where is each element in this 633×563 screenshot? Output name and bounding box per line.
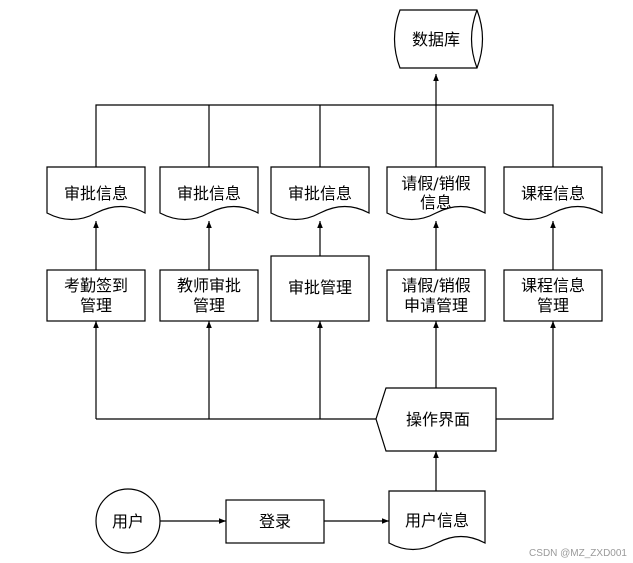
doc-label: 用户信息 — [405, 511, 469, 530]
module-label-line-2: 管理 — [80, 296, 112, 315]
module-approval-mgmt: 审批管理 — [270, 255, 370, 322]
module-label: 审批管理 — [288, 278, 352, 297]
doc-approval-info-2: 审批信息 — [159, 166, 259, 221]
user-node: 用户 — [95, 488, 161, 554]
doc-approval-info-3: 审批信息 — [270, 166, 370, 221]
doc-label: 审批信息 — [64, 184, 128, 203]
login-node: 登录 — [225, 499, 325, 544]
module-attendance: 考勤签到 管理 — [46, 269, 146, 322]
database-node: 数据库 — [393, 9, 484, 69]
module-label-line-2: 管理 — [193, 296, 225, 315]
arrow-ui-m5 — [496, 321, 556, 420]
module-label-line-2: 管理 — [537, 296, 569, 315]
login-label: 登录 — [259, 512, 291, 531]
user-label: 用户 — [112, 512, 144, 531]
module-label-line-1: 课程信息 — [521, 276, 585, 295]
watermark-text: CSDN @MZ_ZXD001 — [529, 548, 627, 559]
operation-ui-label: 操作界面 — [406, 410, 470, 429]
module-leave-request: 请假/销假 申请管理 — [386, 269, 486, 322]
operation-ui-node: 操作界面 — [375, 387, 497, 452]
module-label-line-1: 教师审批 — [177, 276, 241, 295]
doc-label: 审批信息 — [288, 184, 352, 203]
module-course-mgmt: 课程信息 管理 — [503, 269, 603, 322]
doc-label: 审批信息 — [177, 184, 241, 203]
module-teacher-approval: 教师审批 管理 — [159, 269, 259, 322]
doc-course-info: 课程信息 — [503, 166, 603, 221]
module-label-line-2: 申请管理 — [404, 296, 468, 315]
database-label: 数据库 — [412, 30, 460, 49]
module-label-line-1: 考勤签到 — [64, 276, 128, 295]
top-bus-line — [95, 104, 554, 167]
module-label-line-1: 请假/销假 — [401, 276, 470, 295]
doc-leave-info: 请假/销假 信息 — [386, 166, 486, 221]
doc-label-line-2: 信息 — [420, 193, 452, 212]
doc-user-info: 用户信息 — [388, 490, 486, 551]
doc-label-line-1: 请假/销假 — [401, 174, 470, 193]
doc-label: 课程信息 — [521, 184, 585, 203]
doc-approval-info-1: 审批信息 — [46, 166, 146, 221]
